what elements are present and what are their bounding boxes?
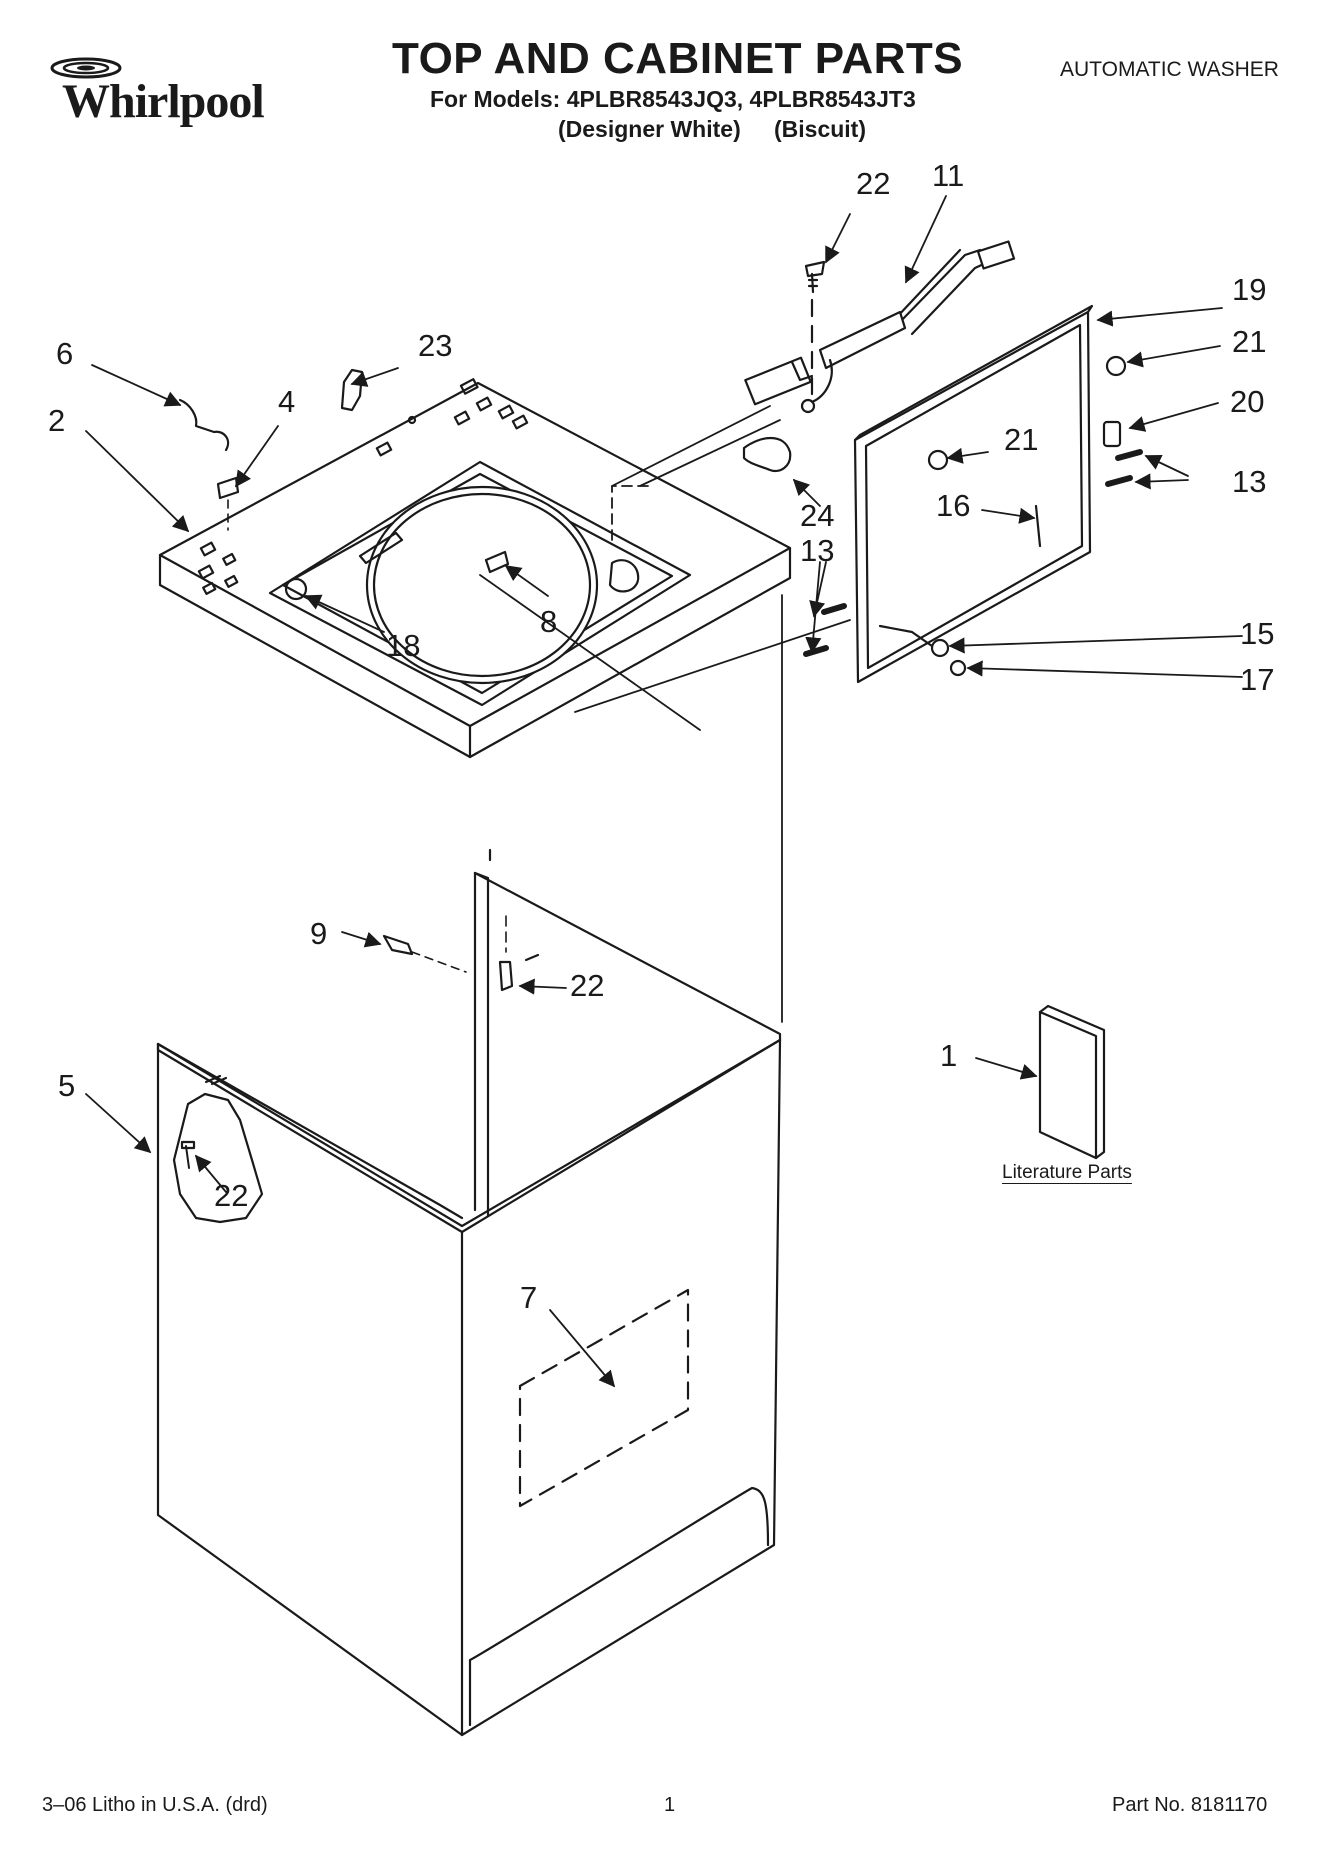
callout-19: 19	[1232, 272, 1267, 307]
literature-booklet	[1038, 1004, 1106, 1160]
callout-11: 11	[932, 158, 965, 193]
callout-7: 7	[520, 1280, 538, 1315]
nut-17	[949, 659, 967, 677]
color-designer-white: (Designer White)	[558, 116, 741, 142]
grommet-15	[930, 638, 950, 658]
callout-8: 8	[540, 604, 558, 639]
callout-20: 20	[1230, 384, 1265, 419]
clip-6	[178, 398, 230, 452]
color-biscuit: (Biscuit)	[774, 116, 866, 142]
callout-9: 9	[310, 916, 328, 951]
top-panel-part	[158, 378, 792, 759]
callout-24: 24	[800, 498, 835, 533]
lid-part	[853, 304, 1094, 684]
bracket-23	[340, 368, 364, 412]
page-number: 1	[664, 1794, 676, 1816]
callout-21-right: 21	[1232, 324, 1267, 359]
hinge-16	[1034, 504, 1042, 548]
cabinet-part	[156, 848, 782, 1737]
spring-20	[1102, 420, 1122, 448]
callout-1: 1	[940, 1038, 958, 1073]
callout-2: 2	[48, 403, 66, 438]
swirl-icon	[50, 57, 122, 79]
part-number: Part No. 8181170	[1112, 1794, 1268, 1816]
screw-9	[382, 934, 414, 956]
callout-23: 23	[418, 328, 453, 363]
logo-text: Whirlpool	[62, 75, 265, 128]
callout-6: 6	[56, 336, 74, 371]
callout-15: 15	[1240, 616, 1275, 651]
bumper-4	[216, 476, 240, 500]
nut-18	[284, 577, 308, 601]
literature-parts-label: Literature Parts	[1002, 1162, 1132, 1183]
litho-note: 3–06 Litho in U.S.A. (drd)	[42, 1794, 268, 1816]
screw-22-top	[804, 260, 826, 400]
callout-18: 18	[386, 628, 421, 663]
bumper-21-right	[1105, 355, 1127, 377]
callout-13-left: 13	[800, 533, 835, 568]
callout-16: 16	[936, 488, 971, 523]
page-title: TOP AND CABINET PARTS	[392, 34, 964, 83]
callout-22-low: 22	[214, 1178, 249, 1213]
product-type: AUTOMATIC WASHER	[1060, 58, 1279, 81]
callout-22-top: 22	[856, 166, 891, 201]
callout-21-mid: 21	[1004, 422, 1039, 457]
screw-8	[484, 550, 510, 574]
callout-4: 4	[278, 384, 296, 419]
models-line: For Models: 4PLBR8543JQ3, 4PLBR8543JT3	[430, 86, 916, 112]
callout-17: 17	[1240, 662, 1275, 697]
callout-22-mid: 22	[570, 968, 605, 1003]
whirlpool-logo: Whirlpool	[46, 46, 276, 136]
screw-22-mid	[498, 960, 514, 992]
lid-switch-harness	[744, 240, 1016, 414]
callout-13-right: 13	[1232, 464, 1267, 499]
lid-handle-24	[742, 437, 792, 473]
callout-5: 5	[58, 1068, 76, 1103]
